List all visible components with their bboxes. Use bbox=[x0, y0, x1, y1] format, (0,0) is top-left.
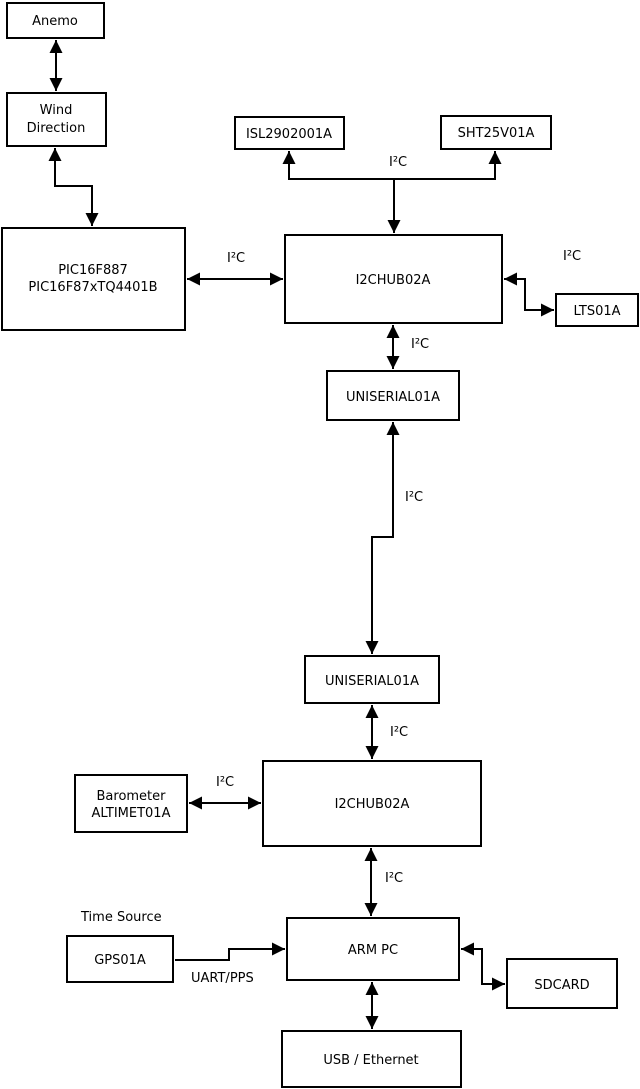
edge-label-long-link-i2c: I²C bbox=[405, 490, 423, 505]
edge-label-sensor-bus-i2c: I²C bbox=[389, 155, 407, 170]
node-wind-direction-label-line2: Direction bbox=[27, 121, 86, 136]
node-lts-sensor-label: LTS01A bbox=[573, 304, 620, 319]
edge-label-lts-i2c: I²C bbox=[563, 249, 581, 264]
edge-armpc-sdcard-arrow bbox=[461, 942, 505, 991]
node-uniserial-upper-box bbox=[326, 370, 460, 421]
edge-uniserial-long-link-arrow bbox=[365, 422, 400, 654]
node-usb-ethernet-box bbox=[281, 1030, 462, 1088]
node-barometer-label-line2: ALTIMET01A bbox=[92, 806, 171, 821]
edge-label-barometer-i2c: I²C bbox=[216, 775, 234, 790]
node-uniserial-lower-box bbox=[304, 655, 440, 704]
edge-label-hub-uniserial-i2c: I²C bbox=[411, 337, 429, 352]
edge-label-uniserial-hub-i2c: I²C bbox=[390, 725, 408, 740]
node-barometer-label-line1: Barometer bbox=[97, 789, 167, 804]
node-i2c-hub-upper-box bbox=[284, 234, 503, 324]
node-sht-sensor-label: SHT25V01A bbox=[458, 126, 535, 141]
node-i2c-hub-lower-label: I2CHUB02A bbox=[335, 797, 410, 812]
node-arm-pc-label: ARM PC bbox=[348, 943, 398, 958]
edge-label-time-source: Time Source bbox=[80, 910, 162, 925]
node-barometer-box bbox=[74, 774, 188, 833]
edge-sensor-bus-arrow bbox=[282, 151, 502, 180]
edge-wind-pic-arrow bbox=[48, 148, 99, 226]
node-gps-box bbox=[66, 935, 174, 983]
node-pic-mcu-box bbox=[1, 227, 186, 331]
edge-hub-lts-arrow bbox=[504, 272, 554, 317]
node-sdcard-label: SDCARD bbox=[534, 978, 589, 993]
node-i2c-hub-upper-label: I2CHUB02A bbox=[356, 273, 431, 288]
node-sht-sensor-box bbox=[440, 115, 552, 150]
node-wind-direction-label-line1: Wind bbox=[40, 103, 73, 118]
node-anemo-label: Anemo bbox=[32, 14, 78, 29]
node-wind-direction-box bbox=[6, 92, 107, 147]
node-isl-sensor-label: ISL2902001A bbox=[246, 127, 332, 142]
node-arm-pc-box bbox=[286, 917, 460, 981]
node-pic-mcu-label-line2: PIC16F87xTQ4401B bbox=[28, 280, 157, 295]
node-sdcard-box bbox=[506, 958, 618, 1009]
node-pic-mcu-label-line1: PIC16F887 bbox=[58, 263, 128, 278]
edge-label-hub-armpc-i2c: I²C bbox=[385, 871, 403, 886]
node-usb-ethernet-label: USB / Ethernet bbox=[323, 1053, 418, 1068]
edge-label-uart-pps: UART/PPS bbox=[191, 971, 254, 986]
edge-gps-armpc-arrow bbox=[175, 942, 285, 961]
node-lts-sensor-box bbox=[555, 293, 639, 327]
node-uniserial-upper-label: UNISERIAL01A bbox=[346, 390, 440, 405]
node-uniserial-lower-label: UNISERIAL01A bbox=[325, 674, 419, 689]
node-gps-label: GPS01A bbox=[94, 953, 146, 968]
node-i2c-hub-lower-box bbox=[262, 760, 482, 847]
node-anemo-box bbox=[6, 2, 105, 39]
node-isl-sensor-box bbox=[234, 116, 345, 150]
edge-label-pic-hub-i2c: I²C bbox=[227, 251, 245, 266]
